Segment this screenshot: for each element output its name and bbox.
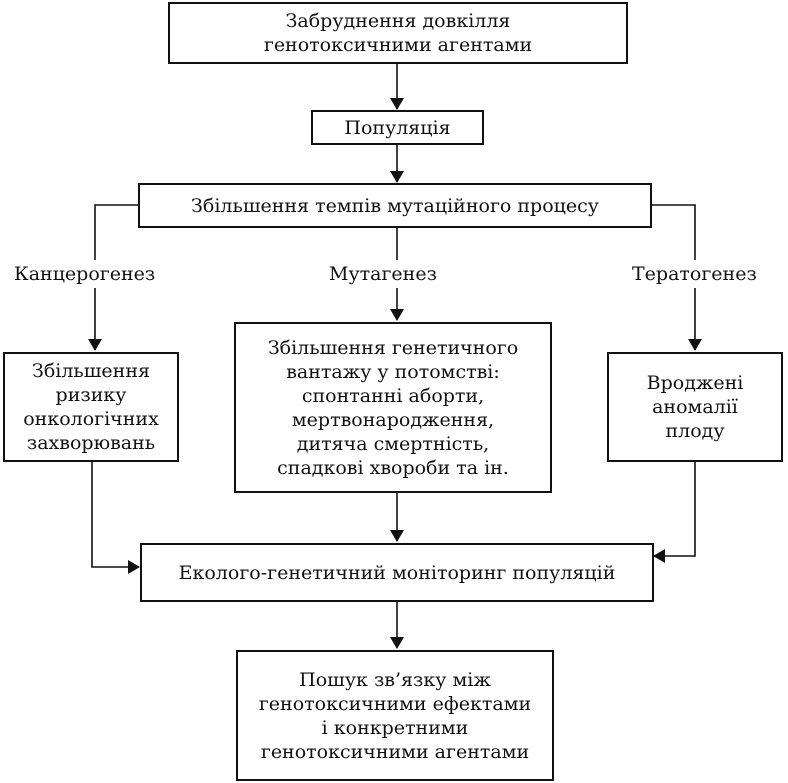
genetic-load-line-6: спадкові хвороби та ін. (277, 456, 509, 479)
population-box: Популяція (311, 110, 484, 145)
search-line-1: Пошук зв’язку між (299, 668, 491, 691)
branch-label-mutagenesis: Мутагенез (325, 262, 441, 286)
genetic-load-line-3: спонтанні аборти, (301, 384, 485, 407)
search-line-4: генотоксичними агентами (260, 740, 530, 763)
population-label: Популяція (344, 116, 451, 139)
arrow-anomalies-to-monitoring (653, 462, 696, 563)
anomalies-line-3: плоду (665, 420, 725, 442)
mutation-rate-increase-label: Збільшення темпів мутаційного процесу (191, 194, 599, 217)
genetic-load-line-4: мертвонародження, (291, 408, 495, 431)
genetic-load-line-5: дитяча смертність, (296, 432, 490, 455)
anomalies-line-2: аномалії (652, 396, 738, 418)
branch-label-carcinogenesis: Канцерогенез (10, 262, 160, 286)
pollution-box: Забруднення довкілля генотоксичними аген… (168, 2, 628, 64)
cancer-risk-line-3: онкологічних (23, 408, 159, 430)
monitoring-label: Еколого-генетичний моніторинг популяцій (178, 561, 616, 584)
connector-right-branch (652, 204, 696, 260)
association-search-box: Пошук зв’язку між генотоксичними ефектам… (236, 650, 554, 781)
cancer-risk-line-1: Збільшення (32, 360, 150, 382)
search-line-3: і конкретними (321, 716, 469, 739)
cancer-risk-box: Збільшення ризику онкологічних захворюва… (3, 352, 179, 462)
congenital-anomalies-box: Вроджені аномалії плоду (607, 352, 783, 462)
cancer-risk-line-2: ризику (55, 384, 127, 406)
arrow-cancer-risk-to-monitoring (91, 462, 140, 574)
branch-label-teratogenesis: Тератогенез (628, 262, 761, 286)
pollution-line-2: генотоксичними агентами (263, 34, 533, 56)
mutation-rate-increase-box: Збільшення темпів мутаційного процесу (138, 183, 652, 228)
genetic-load-box: Збільшення генетичного вантажу у потомст… (234, 322, 552, 493)
search-line-2: генотоксичними ефектами (258, 692, 532, 715)
connector-left-branch (94, 204, 138, 260)
pollution-line-1: Забруднення довкілля (285, 10, 511, 32)
monitoring-box: Еколого-генетичний моніторинг популяцій (140, 543, 654, 602)
cancer-risk-line-4: захворювань (26, 432, 156, 454)
genetic-load-line-2: вантажу у потомстві: (286, 360, 500, 383)
anomalies-line-1: Вроджені (646, 372, 744, 394)
genetic-load-line-1: Збільшення генетичного (267, 336, 519, 359)
